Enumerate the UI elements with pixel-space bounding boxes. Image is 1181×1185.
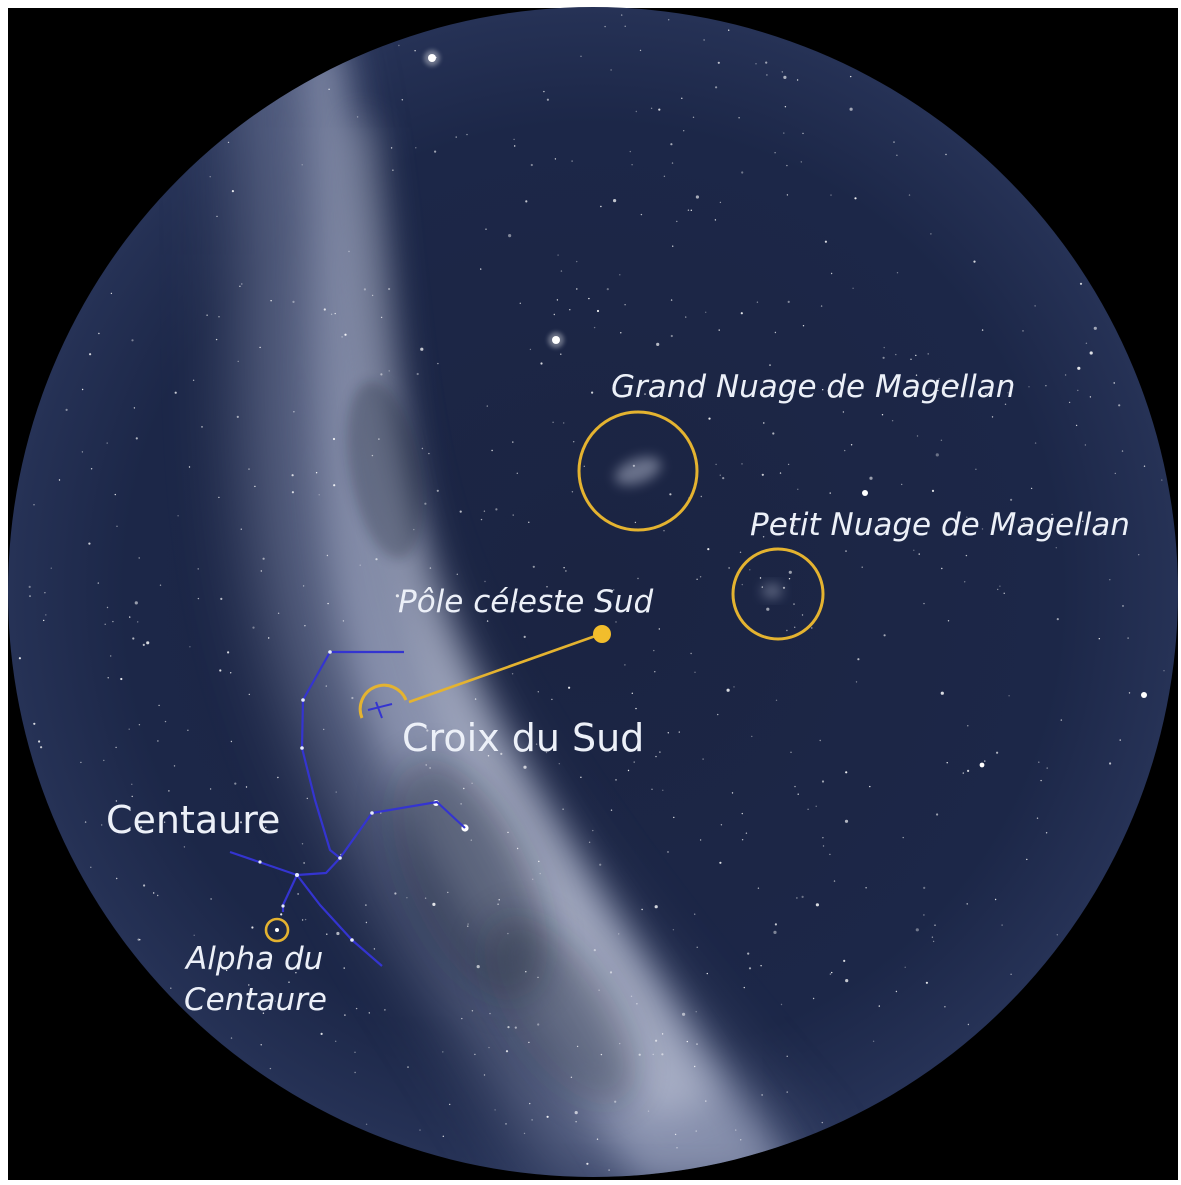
milky-way — [230, 7, 820, 1177]
alpha-centauri-ring — [264, 917, 290, 943]
smc-ring — [731, 547, 825, 641]
south-pole-pointer — [408, 632, 602, 704]
star-field — [18, 14, 1165, 1171]
south-pole-marker — [593, 625, 611, 643]
south-pole-label: Pôle céleste Sud — [398, 584, 654, 620]
alpha-centauri-label-line2: Centaure — [184, 982, 327, 1018]
smc-label: Petit Nuage de Magellan — [750, 507, 1130, 543]
crux-arc-marker — [358, 683, 408, 719]
crux-label: Croix du Sud — [402, 716, 644, 760]
centaurus-stars — [258, 650, 374, 942]
small-magellanic-cloud — [762, 584, 782, 598]
lmc-ring — [577, 410, 699, 532]
lmc-label: Grand Nuage de Magellan — [611, 369, 1015, 405]
centaurus-label: Centaure — [106, 798, 280, 842]
alpha-centauri-label-line1: Alpha du — [184, 941, 323, 977]
crux-lines — [367, 701, 393, 719]
large-magellanic-cloud — [615, 457, 661, 485]
